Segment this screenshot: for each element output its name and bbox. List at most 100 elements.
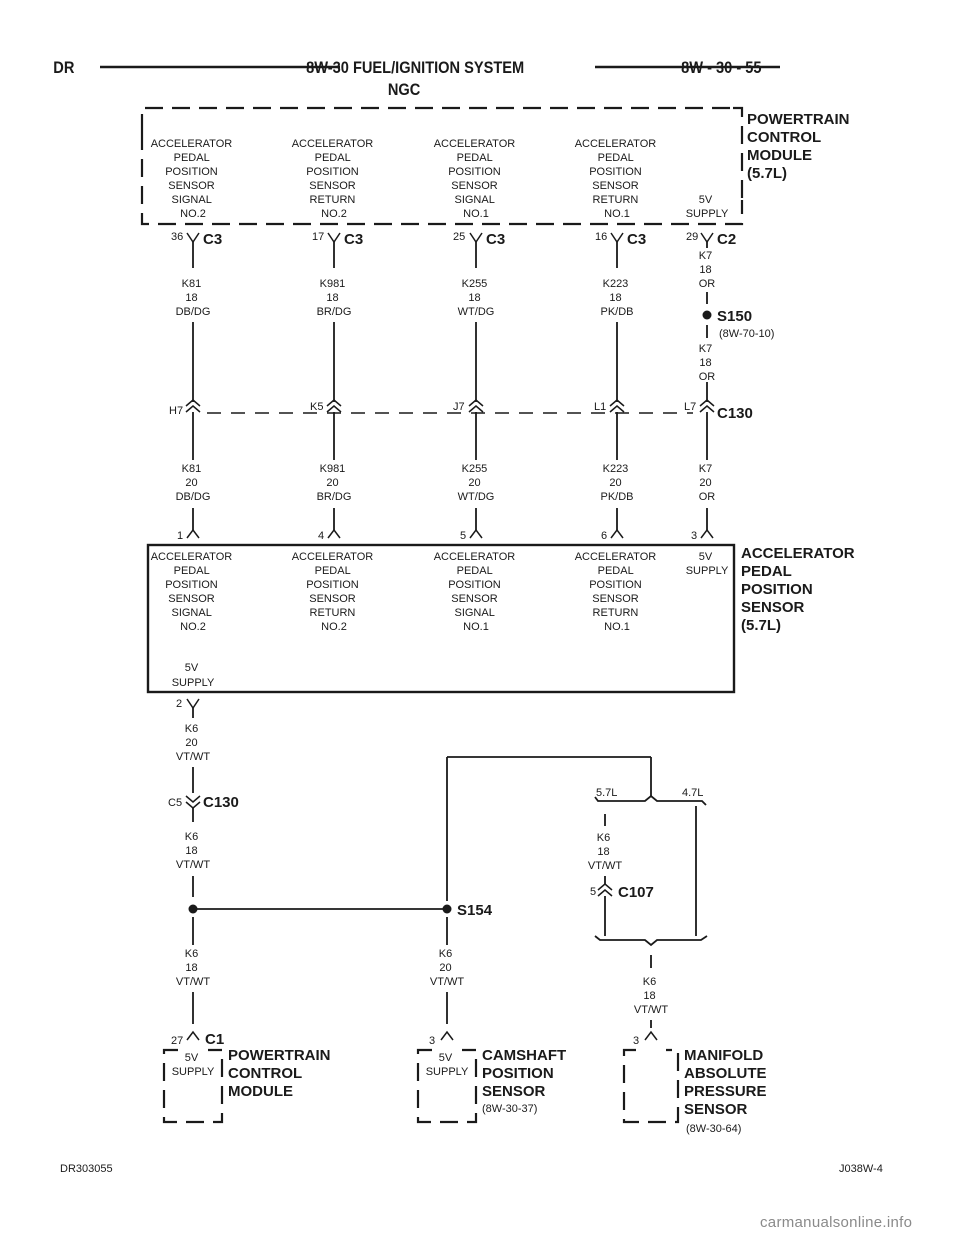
pin-17: 17 <box>312 231 324 243</box>
wire-k981-upper: K981 18 BR/DG <box>317 278 352 318</box>
apps-function-signal-2: ACCELERATOR PEDAL POSITION SENSOR SIGNAL… <box>151 551 236 633</box>
pin-16: 16 <box>595 231 607 243</box>
pin-25: 25 <box>453 231 465 243</box>
connector-c3: C3 <box>203 231 222 248</box>
apps-function-return-2: ACCELERATOR PEDAL POSITION SENSOR RETURN… <box>292 551 377 633</box>
lower-wire-labels: K81 20 DB/DG K981 20 BR/DG K255 20 WT/DG… <box>176 463 716 503</box>
page-header: DR 8W-30 FUEL/IGNITION SYSTEM 8W - 30 - … <box>53 59 780 99</box>
pin-3: 3 <box>429 1035 435 1047</box>
wire-k6-apps-out: K6 20 VT/WT <box>176 723 210 763</box>
pcm-bottom-label: POWERTRAIN CONTROL MODULE <box>228 1047 335 1100</box>
apps-function-signal-1: ACCELERATOR PEDAL POSITION SENSOR SIGNAL… <box>434 551 519 633</box>
c130-top-connector: H7 K5 J7 L1 L7 C130 <box>169 399 753 422</box>
watermark: carmanualsonline.info <box>760 1214 913 1231</box>
apps-supply-pin: 2 K6 20 VT/WT <box>176 698 210 793</box>
wire-k6-to-pcm: K6 18 VT/WT <box>176 948 210 988</box>
header-page-number: 8W - 30 - 55 <box>681 59 762 77</box>
pin-27: 27 <box>171 1035 183 1047</box>
pin-5: 5 <box>460 530 466 542</box>
connector-c1: C1 <box>205 1031 224 1048</box>
splice-s150-label: S150 <box>717 308 752 325</box>
cmp-function: 5V SUPPLY <box>426 1052 469 1078</box>
apps-component: ACCELERATOR PEDAL POSITION SENSOR (5.7L)… <box>146 543 859 694</box>
cmp-label: CAMSHAFT POSITION SENSOR <box>482 1047 570 1100</box>
pcm-function-app-return-2: ACCELERATOR PEDAL POSITION SENSOR RETURN… <box>292 138 377 220</box>
header-title: 8W-30 FUEL/IGNITION SYSTEM <box>306 59 524 77</box>
header-subtitle: NGC <box>388 81 421 99</box>
engine-option-branch: 5.7L 4.7L K6 18 VT/WT <box>588 787 707 936</box>
lower-wires <box>192 412 708 530</box>
pin-4: 4 <box>318 530 324 542</box>
c130-bottom-connector: C5 C130 K6 18 VT/WT <box>168 794 239 897</box>
splice-dot <box>702 310 712 320</box>
wire-k223-upper: K223 18 PK/DB <box>600 278 633 318</box>
wire-k81-upper: K81 18 DB/DG <box>176 278 211 318</box>
option-5-7l: 5.7L <box>596 787 617 799</box>
wire-k7-lower: K7 20 OR <box>699 463 716 503</box>
apps-function-5v-supply: 5V SUPPLY <box>686 551 729 577</box>
footer-drawing-code: J038W-4 <box>839 1163 883 1175</box>
pcm-top-component: POWERTRAIN CONTROL MODULE (5.7L) <box>140 106 854 226</box>
pin-2: 2 <box>176 698 182 710</box>
k6-junction: K6 18 VT/WT <box>176 904 447 1024</box>
map-component: 3 MANIFOLD ABSOLUTE PRESSURE SENSOR (8W-… <box>622 1030 771 1135</box>
pin-j7: J7 <box>453 401 465 413</box>
option-4-7l: 4.7L <box>682 787 703 799</box>
pin-29: 29 <box>686 231 698 243</box>
wire-k6-to-map: K6 18 VT/WT <box>634 976 668 1016</box>
pin-5: 5 <box>590 886 596 898</box>
splice-s150-ref: (8W-70-10) <box>719 328 774 340</box>
connector-c3: C3 <box>627 231 646 248</box>
pcm-function-app-signal-2: ACCELERATOR PEDAL POSITION SENSOR SIGNAL… <box>151 138 236 220</box>
pcm-top-label: POWERTRAIN CONTROL MODULE (5.7L) <box>747 111 854 182</box>
apps-supply-out-label: 5V SUPPLY <box>172 662 215 689</box>
pcm-function-5v-supply: 5V SUPPLY <box>686 194 729 220</box>
pcm-function-app-signal-1: ACCELERATOR PEDAL POSITION SENSOR SIGNAL… <box>434 138 519 220</box>
splice-s154: S154 K6 20 VT/WT <box>430 756 652 1024</box>
pin-3: 3 <box>633 1035 639 1047</box>
connector-c3: C3 <box>486 231 505 248</box>
connector-c3: C3 <box>344 231 363 248</box>
wire-k6-after-c130: K6 18 VT/WT <box>176 831 210 871</box>
wire-k981-lower: K981 20 BR/DG <box>317 463 352 503</box>
upper-wire-labels: K81 18 DB/DG K981 18 BR/DG K255 18 WT/DG… <box>176 250 716 318</box>
pin-l1: L1 <box>594 401 606 413</box>
footer-figure-id: DR303055 <box>60 1163 113 1175</box>
pin-1: 1 <box>177 530 183 542</box>
pin-k5: K5 <box>310 401 323 413</box>
connector-c107-label: C107 <box>618 884 654 901</box>
cmp-component: 3 5V SUPPLY CAMSHAFT POSITION SENSOR (8W… <box>416 1030 570 1124</box>
wire-k7-mid: K7 18 OR <box>699 343 716 383</box>
connector-c130-label: C130 <box>203 794 239 811</box>
splice-s154-label: S154 <box>457 902 493 919</box>
connector-c130-label: C130 <box>717 405 753 422</box>
wire-k255-lower: K255 20 WT/DG <box>458 463 495 503</box>
pcm-bottom-function: 5V SUPPLY <box>172 1052 215 1078</box>
wire-k255-upper: K255 18 WT/DG <box>458 278 495 318</box>
pin-c5: C5 <box>168 797 182 809</box>
pcm-function-app-return-1: ACCELERATOR PEDAL POSITION SENSOR RETURN… <box>575 138 660 220</box>
connector-c2: C2 <box>717 231 736 248</box>
cmp-ref: (8W-30-37) <box>482 1103 537 1115</box>
pcm-top-pins: 36 C3 17 C3 25 C3 16 C3 29 C2 <box>171 231 736 268</box>
map-ref: (8W-30-64) <box>686 1123 741 1135</box>
apps-function-return-1: ACCELERATOR PEDAL POSITION SENSOR RETURN… <box>575 551 660 633</box>
c107-connector: 5 C107 K6 18 VT/WT <box>590 883 708 1028</box>
pin-6: 6 <box>601 530 607 542</box>
upper-wires <box>192 292 708 402</box>
header-section-code: DR <box>53 59 75 77</box>
pin-3: 3 <box>691 530 697 542</box>
pin-h7: H7 <box>169 405 183 417</box>
wire-k6-c107-in: K6 18 VT/WT <box>588 832 622 872</box>
splice-dot <box>442 904 452 914</box>
pin-l7: L7 <box>684 401 696 413</box>
wire-k7-upper: K7 18 OR <box>699 250 716 290</box>
apps-label: ACCELERATOR PEDAL POSITION SENSOR (5.7L) <box>741 545 859 634</box>
pcm-top-functions: ACCELERATOR PEDAL POSITION SENSOR SIGNAL… <box>151 138 729 220</box>
wire-k6-to-cmp: K6 20 VT/WT <box>430 948 464 988</box>
wire-k81-lower: K81 20 DB/DG <box>176 463 211 503</box>
map-label: MANIFOLD ABSOLUTE PRESSURE SENSOR <box>684 1047 771 1118</box>
apps-pins: 1 4 5 6 3 <box>177 528 714 542</box>
page-footer: DR303055 J038W-4 <box>60 1163 883 1175</box>
